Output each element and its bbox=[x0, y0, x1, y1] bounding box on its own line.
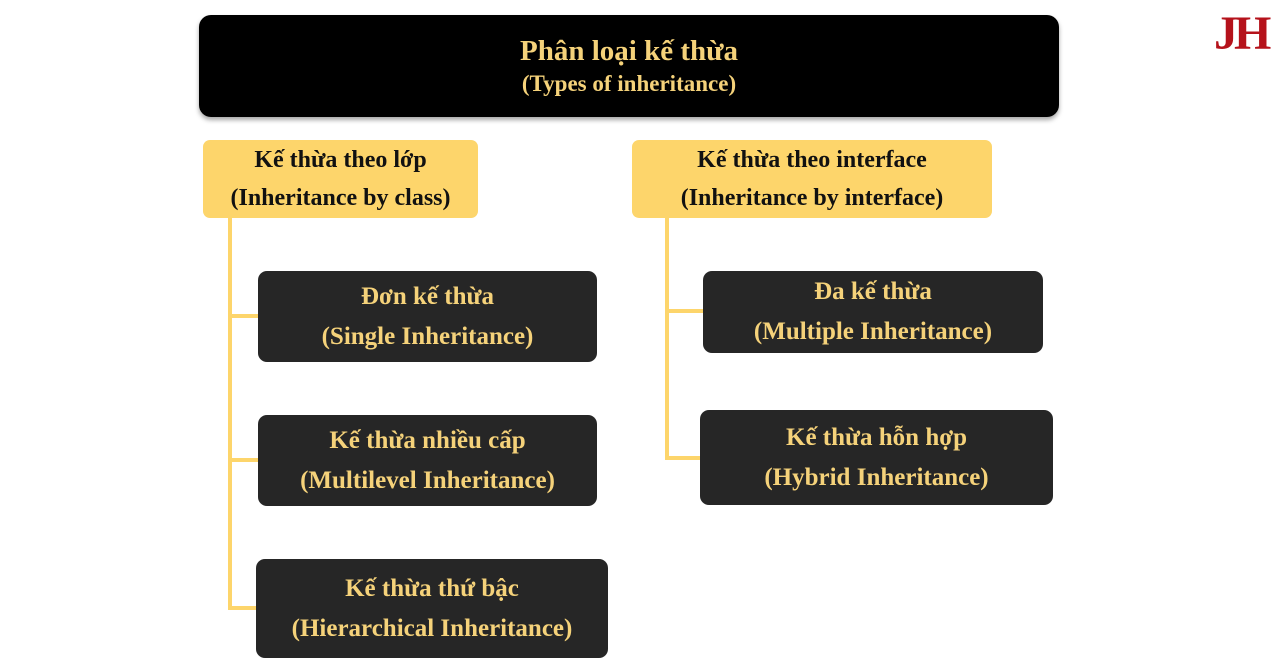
leaf-hybrid-inheritance: Kế thừa hỗn hợp (Hybrid Inheritance) bbox=[700, 410, 1053, 505]
leaf-subtitle: (Single Inheritance) bbox=[321, 322, 534, 350]
leaf-subtitle: (Hierarchical Inheritance) bbox=[291, 614, 573, 642]
root-node: Phân loại kế thừa (Types of inheritance) bbox=[199, 15, 1059, 117]
category-title: Kế thừa theo lớp bbox=[254, 147, 427, 173]
category-class-node: Kế thừa theo lớp (Inheritance by class) bbox=[203, 140, 478, 218]
leaf-title: Kế thừa thứ bậc bbox=[345, 574, 519, 602]
leaf-title: Đơn kế thừa bbox=[360, 282, 495, 310]
leaf-title: Kế thừa hỗn hợp bbox=[786, 423, 967, 451]
leaf-single-inheritance: Đơn kế thừa (Single Inheritance) bbox=[258, 271, 597, 362]
leaf-subtitle: (Hybrid Inheritance) bbox=[764, 463, 989, 491]
leaf-hierarchical-inheritance: Kế thừa thứ bậc (Hierarchical Inheritanc… bbox=[256, 559, 608, 658]
connector-single bbox=[228, 314, 258, 318]
category-interface-node: Kế thừa theo interface (Inheritance by i… bbox=[632, 140, 992, 218]
connector-class-trunk bbox=[228, 218, 232, 610]
category-subtitle: (Inheritance by interface) bbox=[680, 185, 944, 211]
category-subtitle: (Inheritance by class) bbox=[230, 185, 451, 211]
root-title: Phân loại kế thừa bbox=[519, 35, 739, 67]
leaf-multilevel-inheritance: Kế thừa nhiều cấp (Multilevel Inheritanc… bbox=[258, 415, 597, 506]
connector-interface-trunk bbox=[665, 218, 669, 460]
leaf-multiple-inheritance: Đa kế thừa (Multiple Inheritance) bbox=[703, 271, 1043, 353]
category-title: Kế thừa theo interface bbox=[697, 147, 927, 173]
root-subtitle: (Types of inheritance) bbox=[521, 71, 737, 96]
connector-hierarchical bbox=[228, 606, 257, 610]
connector-multilevel bbox=[228, 458, 258, 462]
connector-hybrid bbox=[665, 456, 701, 460]
leaf-title: Đa kế thừa bbox=[814, 278, 932, 305]
leaf-subtitle: (Multiple Inheritance) bbox=[753, 318, 993, 345]
leaf-title: Kế thừa nhiều cấp bbox=[329, 426, 526, 454]
jh-logo: JH bbox=[1214, 7, 1271, 60]
leaf-subtitle: (Multilevel Inheritance) bbox=[300, 466, 555, 494]
connector-multiple bbox=[665, 309, 704, 313]
